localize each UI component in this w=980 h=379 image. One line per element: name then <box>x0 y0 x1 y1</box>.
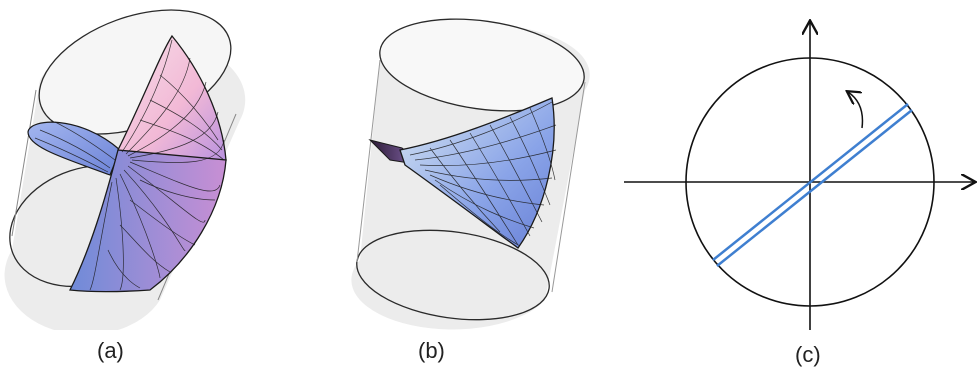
caption-c: (c) <box>795 342 821 367</box>
panel-a-illustration <box>4 9 246 330</box>
panel-b <box>330 0 620 330</box>
double-line <box>712 103 913 267</box>
caption-b: (b) <box>418 338 445 363</box>
panel-c <box>610 0 980 340</box>
twisted-surface-b <box>368 97 557 249</box>
panel-c-illustration <box>624 0 980 330</box>
panel-b-illustration <box>351 18 590 330</box>
caption-a: (a) <box>97 338 124 363</box>
helicoid-surface-a <box>27 34 227 293</box>
rotation-arrow-icon <box>848 92 864 129</box>
panel-a <box>0 0 330 330</box>
